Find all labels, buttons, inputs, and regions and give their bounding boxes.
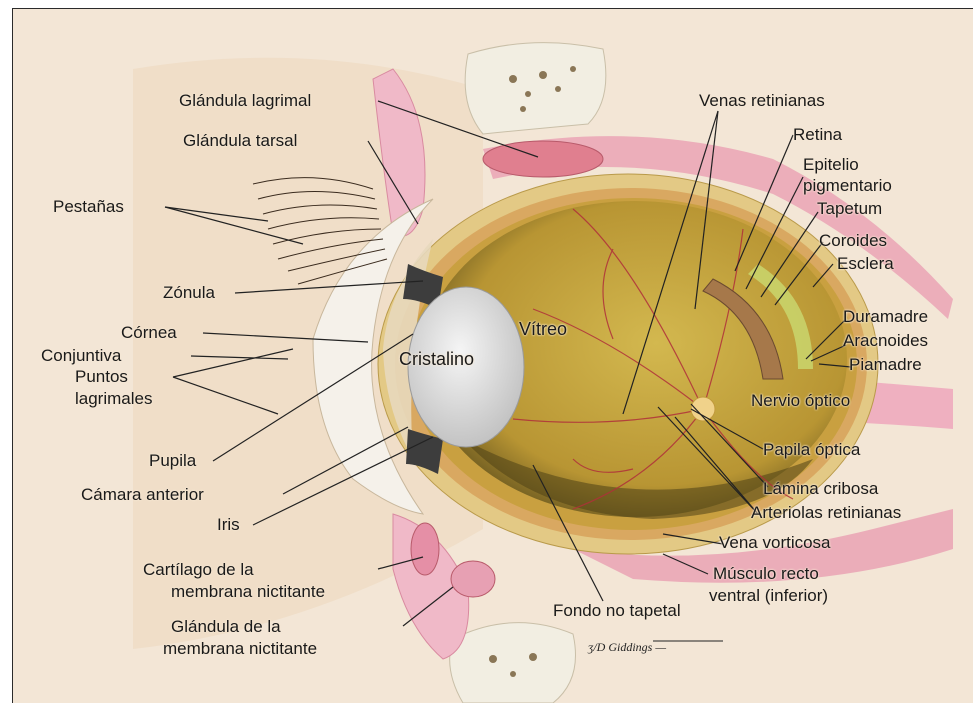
label-tapetum: Tapetum xyxy=(817,199,882,219)
label-musculo-2: ventral (inferior) xyxy=(709,586,828,606)
label-nervio-optico: Nervio óptico xyxy=(751,391,850,411)
label-cornea: Córnea xyxy=(121,323,177,343)
label-glandula-lagrimal: Glándula lagrimal xyxy=(179,91,311,111)
diagram-frame: ʒ/D Giddings — xyxy=(12,8,973,703)
label-pestanas: Pestañas xyxy=(53,197,124,217)
label-glandula-membrana-1: Glándula de la xyxy=(171,617,281,637)
label-cartilago-2: membrana nictitante xyxy=(171,582,325,602)
label-fondo-no-tapetal: Fondo no tapetal xyxy=(553,601,681,621)
label-puntos-lagrimales-1: Puntos xyxy=(75,367,128,387)
label-vitreo: Vítreo xyxy=(519,319,567,339)
eye-anatomy-illustration: ʒ/D Giddings — xyxy=(13,9,973,703)
label-iris: Iris xyxy=(217,515,240,535)
label-cartilago-1: Cartílago de la xyxy=(143,560,254,580)
label-retina: Retina xyxy=(793,125,842,145)
nictitating-cartilage xyxy=(411,523,439,575)
label-piamadre: Piamadre xyxy=(849,355,922,375)
label-venas-retinianas: Venas retinianas xyxy=(699,91,825,111)
lacrimal-gland xyxy=(483,141,603,177)
label-zonula: Zónula xyxy=(163,283,215,303)
label-coroides: Coroides xyxy=(819,231,887,251)
label-musculo-1: Músculo recto xyxy=(713,564,819,584)
label-glandula-membrana-2: membrana nictitante xyxy=(163,639,317,659)
label-conjuntiva: Conjuntiva xyxy=(41,346,121,366)
label-puntos-lagrimales-2: lagrimales xyxy=(75,389,152,409)
label-vena-vorticosa: Vena vorticosa xyxy=(719,533,831,553)
label-arteriolas-retinianas: Arteriolas retinianas xyxy=(751,503,901,523)
label-aracnoides: Aracnoides xyxy=(843,331,928,351)
label-esclera: Esclera xyxy=(837,254,894,274)
label-epitelio-2: pigmentario xyxy=(803,176,892,196)
label-glandula-tarsal: Glándula tarsal xyxy=(183,131,297,151)
label-cristalino: Cristalino xyxy=(399,349,474,369)
label-pupila: Pupila xyxy=(149,451,196,471)
nictitating-gland xyxy=(451,561,495,597)
upper-bone xyxy=(465,43,606,134)
signature-mark: ʒ/D Giddings — xyxy=(587,640,666,654)
label-epitelio-1: Epitelio xyxy=(803,155,859,175)
label-papila-optica: Papila óptica xyxy=(763,440,860,460)
lower-bone xyxy=(450,623,576,703)
label-camara-anterior: Cámara anterior xyxy=(81,485,204,505)
label-duramadre: Duramadre xyxy=(843,307,928,327)
label-lamina-cribosa: Lámina cribosa xyxy=(763,479,878,499)
